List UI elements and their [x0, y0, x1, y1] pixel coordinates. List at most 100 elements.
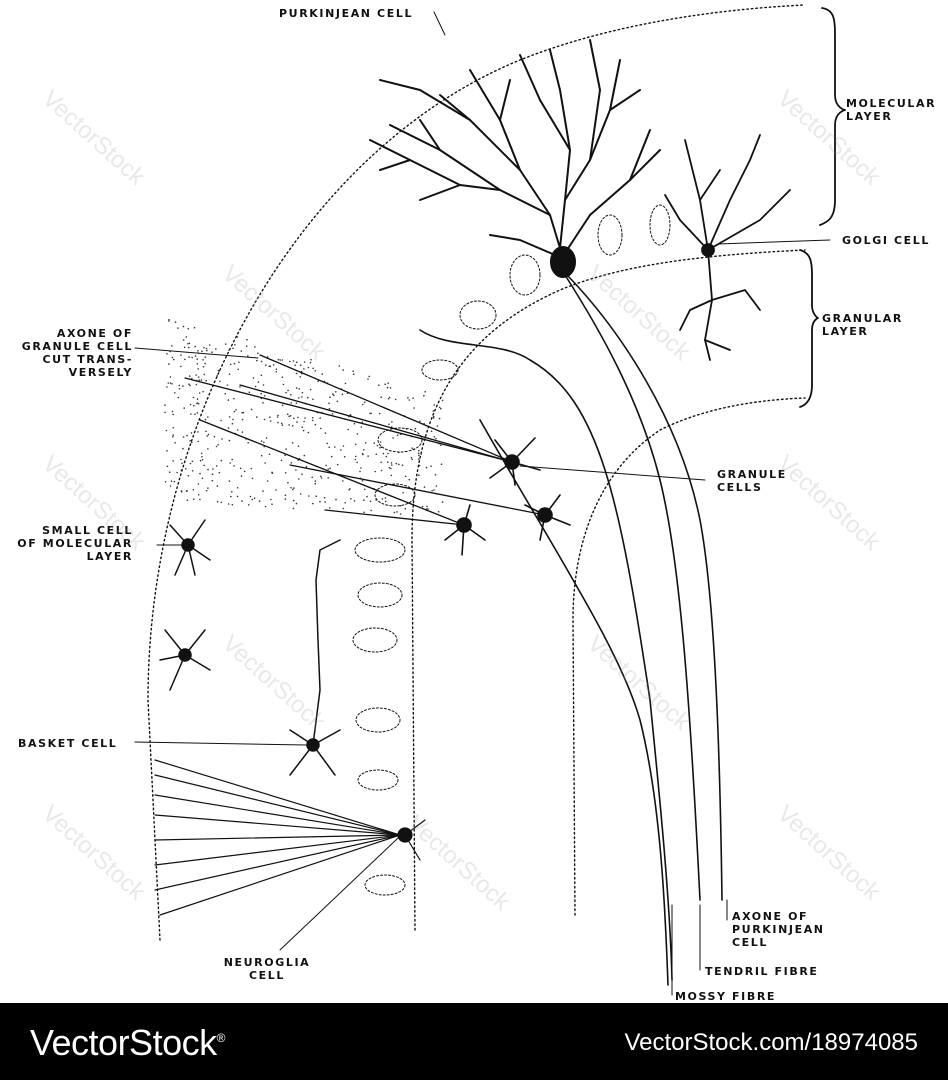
stipple-dot — [284, 494, 287, 497]
stipple-dot — [199, 472, 201, 475]
stipple-dot — [356, 433, 359, 435]
stipple-dot — [366, 495, 368, 498]
label-line: SMALL CELL — [42, 524, 133, 537]
stipple-dot — [205, 489, 208, 492]
stipple-dot — [288, 415, 290, 418]
stipple-region — [164, 318, 444, 515]
stipple-dot — [180, 365, 182, 368]
stipple-dot — [361, 403, 364, 406]
stipple-dot — [269, 416, 271, 419]
stipple-dot — [228, 480, 231, 482]
stipple-dot — [238, 361, 240, 364]
stipple-dot — [172, 413, 174, 416]
stipple-dot — [303, 420, 305, 423]
stipple-dot — [255, 416, 258, 418]
stipple-dot — [241, 500, 243, 502]
stipple-dot — [311, 476, 314, 479]
stipple-dot — [171, 383, 173, 385]
stipple-dot — [251, 498, 253, 501]
label-line: PURKINJEAN — [732, 923, 825, 936]
stipple-dot — [207, 433, 210, 436]
stipple-dot — [324, 432, 327, 434]
stipple-dot — [370, 412, 373, 415]
stipple-dot — [342, 445, 345, 447]
stipple-dot — [263, 441, 265, 444]
stipple-dot — [233, 465, 235, 467]
stipple-dot — [284, 498, 287, 500]
stipple-dot — [186, 499, 189, 502]
stipple-dot — [231, 491, 233, 493]
stipple-dot — [203, 464, 205, 467]
label-tendril-fibre: TENDRIL FIBRE — [705, 965, 819, 978]
stipple-dot — [441, 399, 444, 402]
stipple-dot — [193, 404, 195, 407]
stipple-dot — [299, 364, 302, 366]
stipple-dot — [433, 404, 436, 406]
stipple-dot — [265, 437, 268, 439]
stipple-dot — [195, 374, 197, 376]
stipple-dot — [281, 424, 284, 426]
stipple-dot — [399, 513, 402, 515]
stipple-dot — [343, 455, 346, 458]
stipple-dot — [430, 465, 432, 468]
stipple-dot — [342, 507, 345, 510]
stipple-dot — [252, 377, 255, 379]
stipple-dot — [227, 427, 230, 429]
stipple-dot — [192, 396, 195, 399]
stipple-dot — [290, 462, 293, 464]
granule-cells — [444, 437, 571, 556]
label-line: CELL — [248, 969, 285, 982]
stipple-dot — [292, 360, 295, 362]
stipple-dot — [285, 448, 287, 450]
stipple-dot — [236, 336, 239, 338]
stipple-dot — [291, 442, 294, 444]
stipple-dot — [189, 462, 192, 465]
stipple-dot — [173, 480, 176, 483]
stipple-dot — [408, 478, 411, 481]
stipple-dot — [249, 495, 252, 498]
stipple-dot — [312, 367, 315, 370]
stipple-dot — [281, 404, 284, 407]
stipple-dot — [355, 455, 357, 458]
label-axone-granule-cell: AXONE OF GRANULE CELL CUT TRANS- VERSELY — [0, 327, 133, 379]
brand-name: VectorStock — [30, 1022, 217, 1063]
stipple-dot — [310, 358, 312, 361]
label-purkinjean-cell: PURKINJEAN CELL — [279, 7, 414, 20]
label-mossy-fibre: MOSSY FIBRE — [675, 990, 777, 1003]
stipple-dot — [380, 396, 383, 399]
stipple-dot — [211, 351, 213, 354]
stipple-dot — [191, 441, 193, 444]
stipple-dot — [196, 363, 199, 365]
stipple-dot — [206, 349, 208, 352]
stipple-dot — [228, 349, 230, 351]
stipple-dot — [198, 379, 200, 381]
stipple-dot — [177, 327, 179, 329]
stipple-dot — [265, 364, 267, 366]
stipple-dot — [421, 505, 424, 508]
stipple-dot — [333, 394, 335, 397]
stipple-dot — [202, 390, 204, 393]
stipple-dot — [324, 501, 327, 503]
stipple-dot — [187, 327, 189, 330]
label-line: CELL — [732, 936, 769, 949]
stipple-dot — [307, 366, 310, 369]
stipple-dot — [197, 376, 200, 378]
stipple-dot — [164, 411, 166, 414]
registered-mark: ® — [216, 1031, 226, 1045]
stipple-dot — [404, 507, 407, 510]
stipple-dot — [378, 412, 381, 415]
stipple-dot — [418, 449, 420, 452]
stipple-dot — [368, 375, 371, 378]
stipple-dot — [348, 489, 350, 491]
stipple-dot — [319, 417, 322, 419]
stipple-dot — [216, 500, 219, 503]
stipple-dot — [331, 413, 334, 415]
stipple-dot — [363, 401, 366, 404]
stipple-dot — [207, 487, 209, 489]
stipple-dot — [388, 466, 391, 469]
stipple-dot — [425, 466, 428, 469]
stipple-dot — [328, 408, 331, 410]
stipple-dot — [433, 436, 436, 438]
stipple-dot — [172, 434, 175, 436]
stipple-dot — [169, 485, 172, 487]
